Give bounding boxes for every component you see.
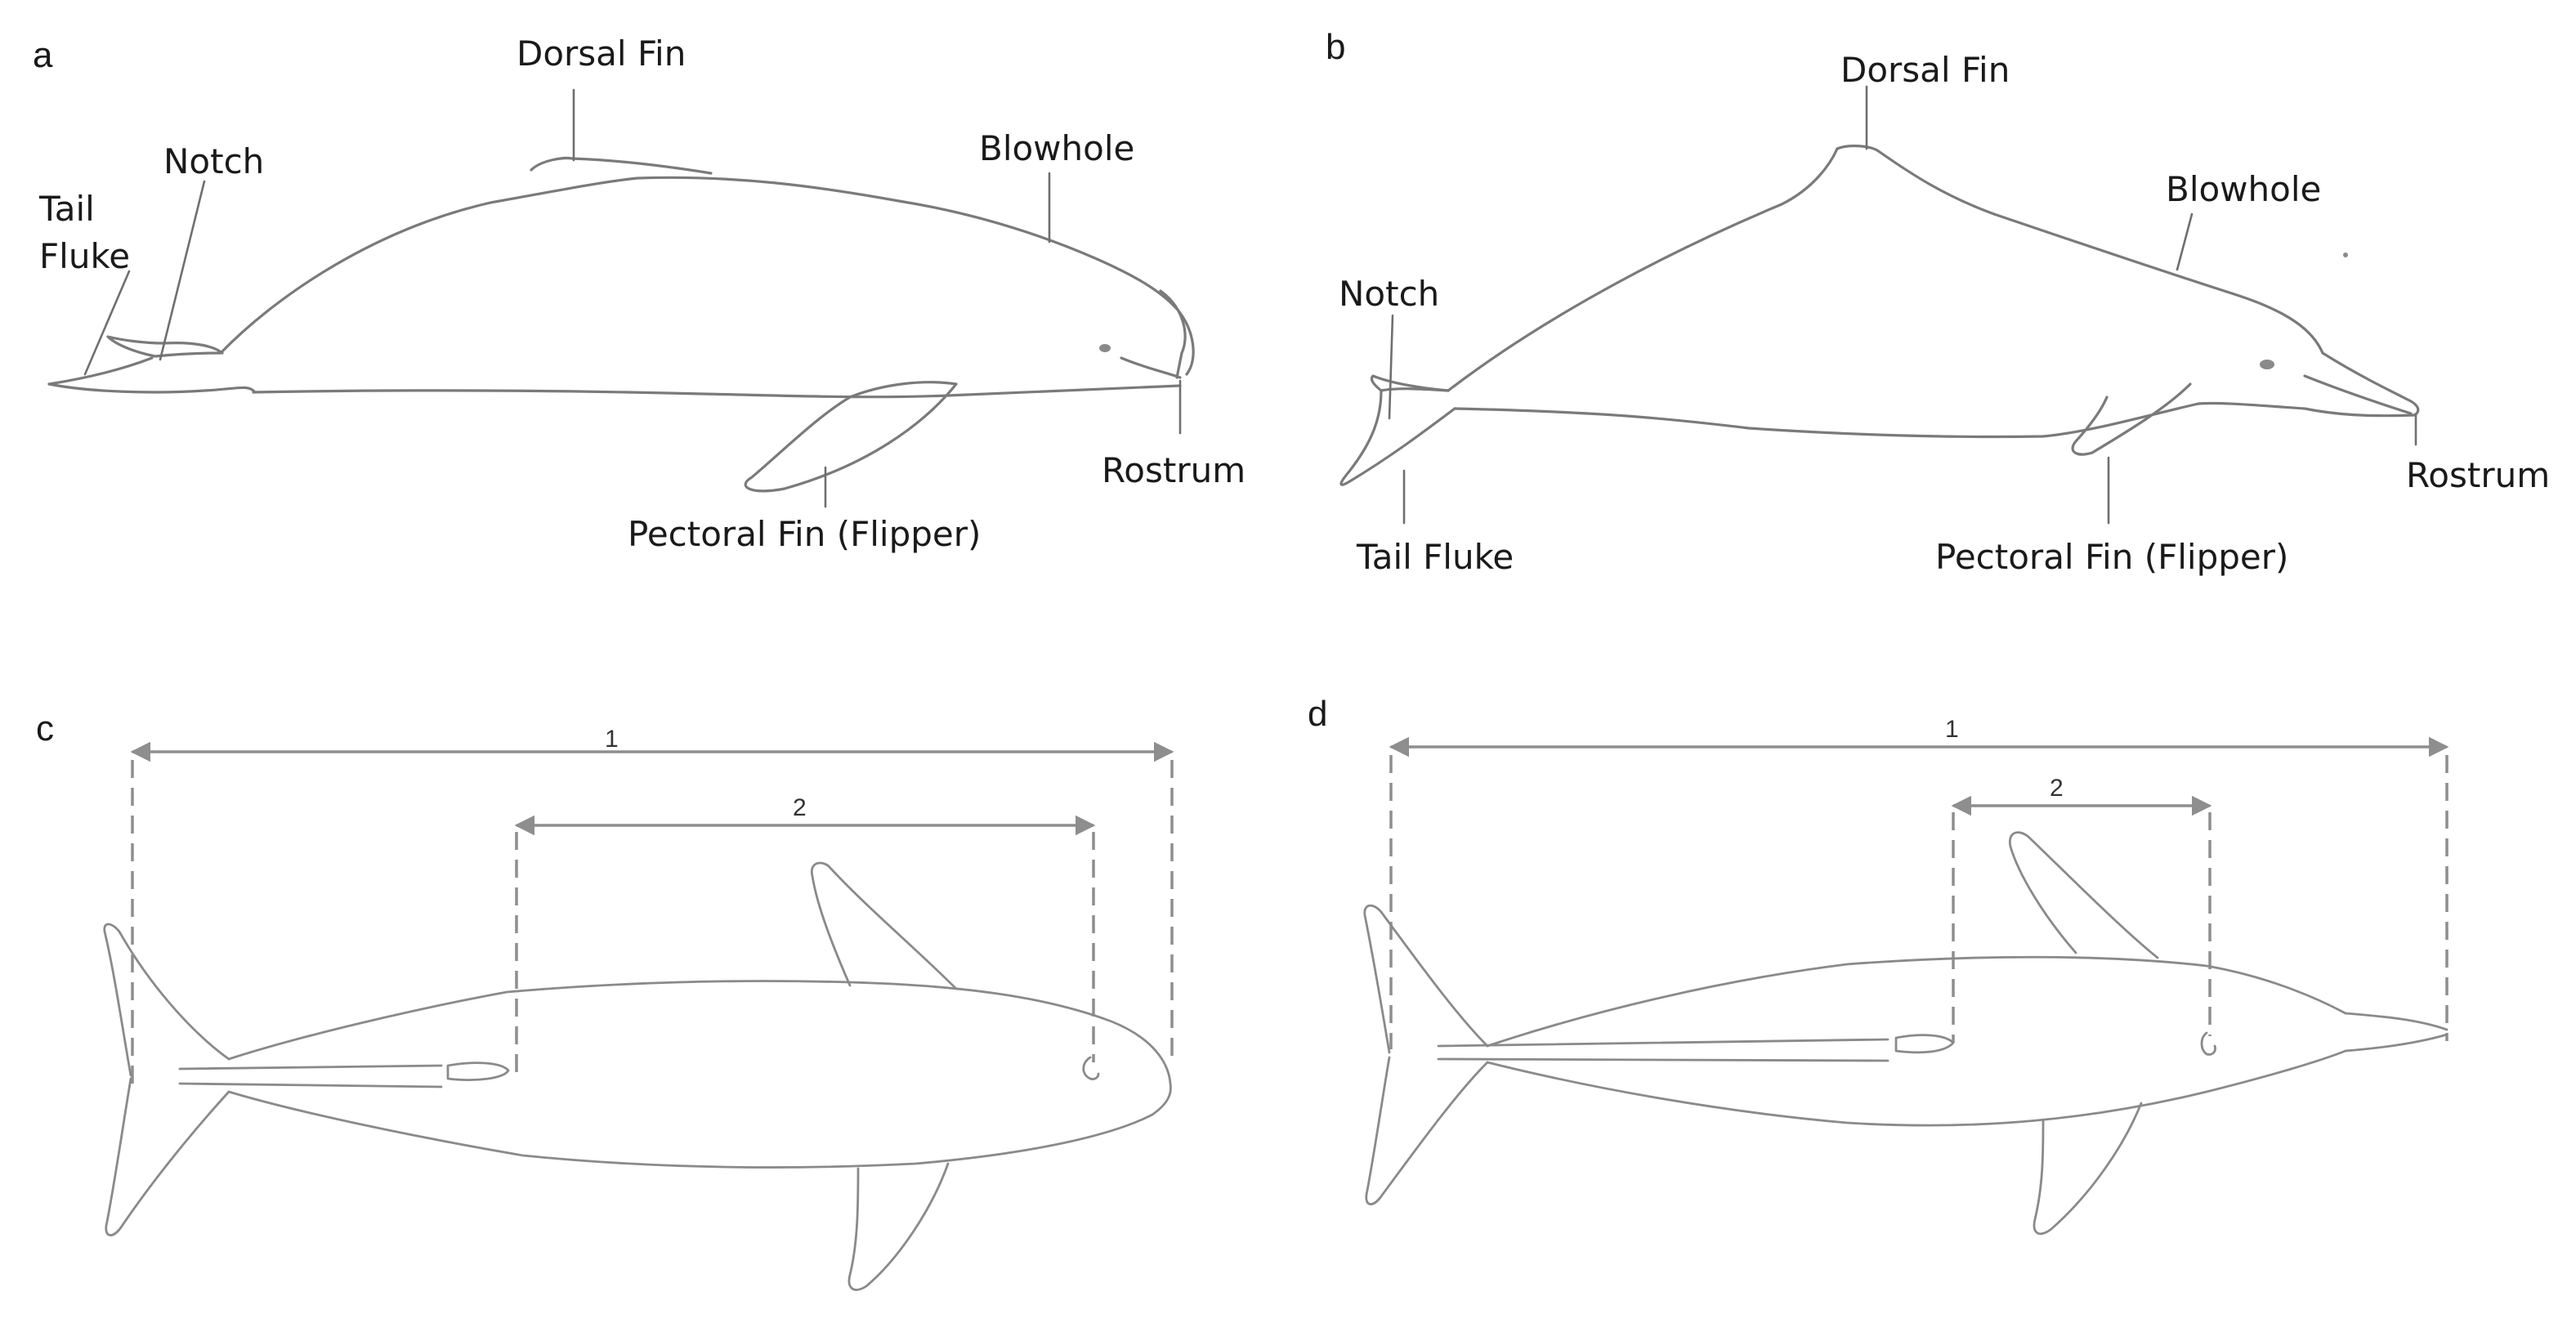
panel-letter-a: a (33, 35, 53, 75)
panel-c: c 1 2 (36, 708, 1174, 1291)
dolphin-lateral-a (47, 156, 1195, 493)
label-blowhole-b: Blowhole (2166, 169, 2321, 209)
label-rostrum-b: Rostrum (2406, 455, 2550, 495)
panel-a: a Dorsal Fin Notch Ta (33, 34, 1246, 554)
label-notch-a: Notch (163, 141, 264, 181)
label-notch-b: Notch (1339, 274, 1439, 314)
panel-b: b Dorsal Fin Bl (1326, 27, 2550, 577)
label-fluke-a: Fluke (39, 236, 130, 276)
label-dorsal-fin-a: Dorsal Fin (517, 34, 686, 74)
label-rostrum-a: Rostrum (1102, 450, 1246, 490)
panel-letter-d: d (1308, 694, 1327, 734)
panel-letter-c: c (36, 708, 54, 749)
label-pectoral-fin-b: Pectoral Fin (Flipper) (1935, 537, 2288, 577)
label-tail-a: Tail (38, 189, 95, 229)
measure-label-2-c: 2 (793, 794, 807, 821)
dolphin-lateral-b (1339, 144, 2420, 486)
label-pectoral-fin-a: Pectoral Fin (Flipper) (628, 514, 981, 554)
measure-label-2-d: 2 (2050, 775, 2064, 802)
dolphin-dorsal-c (103, 861, 1172, 1291)
panel-letter-b: b (1326, 27, 1345, 67)
dolphin-dorsal-d (1363, 831, 2449, 1236)
label-tail-fluke-b: Tail Fluke (1356, 537, 1514, 577)
panel-d: d 1 2 (1308, 694, 2449, 1236)
label-blowhole-a: Blowhole (979, 128, 1134, 168)
measure-label-1-c: 1 (605, 726, 619, 753)
label-dorsal-fin-b: Dorsal Fin (1840, 50, 2010, 90)
measure-label-1-d: 1 (1945, 716, 1959, 743)
